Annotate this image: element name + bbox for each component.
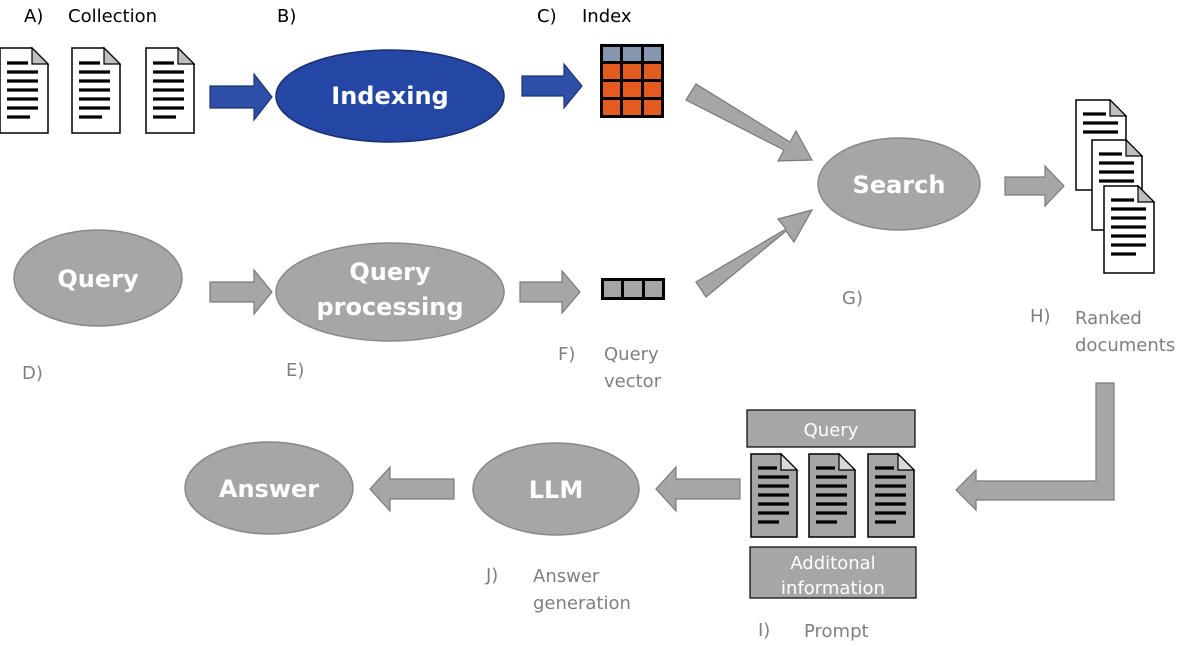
label-collection: Collection [68, 6, 157, 27]
prompt-block: Query [746, 409, 917, 599]
label-i: I) [758, 620, 770, 641]
query-vector-icon [601, 278, 665, 300]
label-prompt: Prompt [804, 621, 869, 642]
label-query-vector-2: vector [604, 371, 662, 392]
label-ranked-1: Ranked [1075, 308, 1142, 329]
index-grid-icon [600, 44, 664, 118]
label-d: D) [22, 363, 43, 384]
search-node [817, 137, 981, 231]
document-icon [750, 452, 799, 538]
query-processing-label-2: processing [316, 293, 463, 321]
answer-label: Answer [219, 475, 319, 503]
prompt-additional-label-2: information [781, 578, 885, 599]
llm-label: LLM [529, 476, 583, 504]
answer-node [184, 441, 354, 535]
label-answer-gen-1: Answer [533, 566, 600, 587]
prompt-query-label: Query [804, 420, 859, 441]
arrow-icon [209, 72, 273, 122]
label-g: G) [842, 288, 863, 309]
query-label: Query [57, 265, 139, 293]
document-icon [145, 46, 196, 134]
label-j: J) [485, 565, 498, 586]
document-icon [808, 452, 857, 538]
label-answer-gen-2: generation [533, 593, 631, 614]
arrow-icon [521, 62, 583, 110]
indexing-node [275, 49, 505, 143]
label-f: F) [558, 344, 575, 365]
document-icon [71, 46, 122, 134]
label-a: A) [24, 6, 43, 27]
query-processing-label-1: Query [349, 258, 431, 286]
label-b: B) [277, 6, 296, 27]
arrow-icon [209, 268, 273, 316]
ranked-documents [1075, 98, 1156, 274]
search-label: Search [853, 171, 946, 199]
query-node [13, 229, 183, 327]
arrow-icon [369, 465, 455, 513]
arrow-icon [1004, 164, 1065, 208]
label-ranked-2: documents [1075, 335, 1175, 356]
collection-documents [0, 46, 196, 134]
label-h: H) [1030, 306, 1051, 327]
arrow-icon [685, 83, 814, 162]
label-index: Index [582, 6, 632, 27]
label-e: E) [286, 360, 304, 381]
llm-node [472, 442, 640, 536]
prompt-additional-label-1: Additonal [790, 553, 875, 574]
arrow-icon [695, 209, 814, 298]
document-icon [0, 46, 50, 134]
prompt-additional-box [749, 546, 917, 599]
prompt-query-box [746, 409, 916, 448]
document-icon [1103, 184, 1156, 274]
label-query-vector-1: Query [604, 344, 659, 365]
arrow-icon [955, 382, 1115, 512]
query-processing-node [275, 242, 505, 342]
label-c: C) [537, 6, 557, 27]
arrow-icon [655, 465, 741, 513]
document-icon [867, 452, 916, 538]
indexing-label: Indexing [331, 82, 448, 110]
arrow-icon [519, 269, 581, 315]
